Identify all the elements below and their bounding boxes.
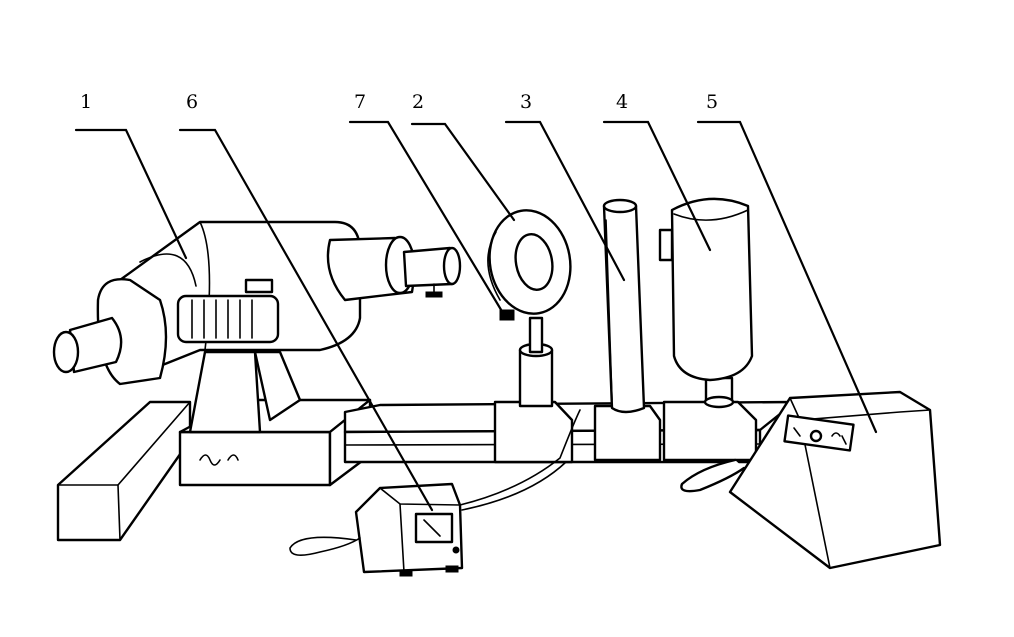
label-1-text: 1: [80, 91, 92, 113]
label-5-text: 5: [706, 91, 718, 113]
detector-cylinder: [658, 197, 758, 462]
label-7-text: 7: [354, 91, 366, 113]
meter-box: [289, 409, 581, 577]
counter-dial-rings: [191, 299, 253, 339]
label-6-text: 6: [186, 91, 198, 113]
label-7: 7: [348, 91, 508, 320]
label-3-text: 3: [520, 91, 532, 113]
label-3: 3: [504, 91, 626, 282]
vertical-rod-mount: [593, 198, 662, 462]
label-2-text: 2: [412, 91, 424, 113]
label-6: 6: [178, 91, 434, 512]
label-4: 4: [602, 91, 712, 252]
label-2: 2: [410, 91, 516, 222]
control-box: [680, 390, 942, 570]
ring-sample-holder: [487, 209, 574, 464]
label-5: 5: [696, 91, 878, 434]
label-1: 1: [74, 91, 188, 260]
label-4-text: 4: [616, 91, 628, 113]
laser-unit: [52, 220, 462, 466]
